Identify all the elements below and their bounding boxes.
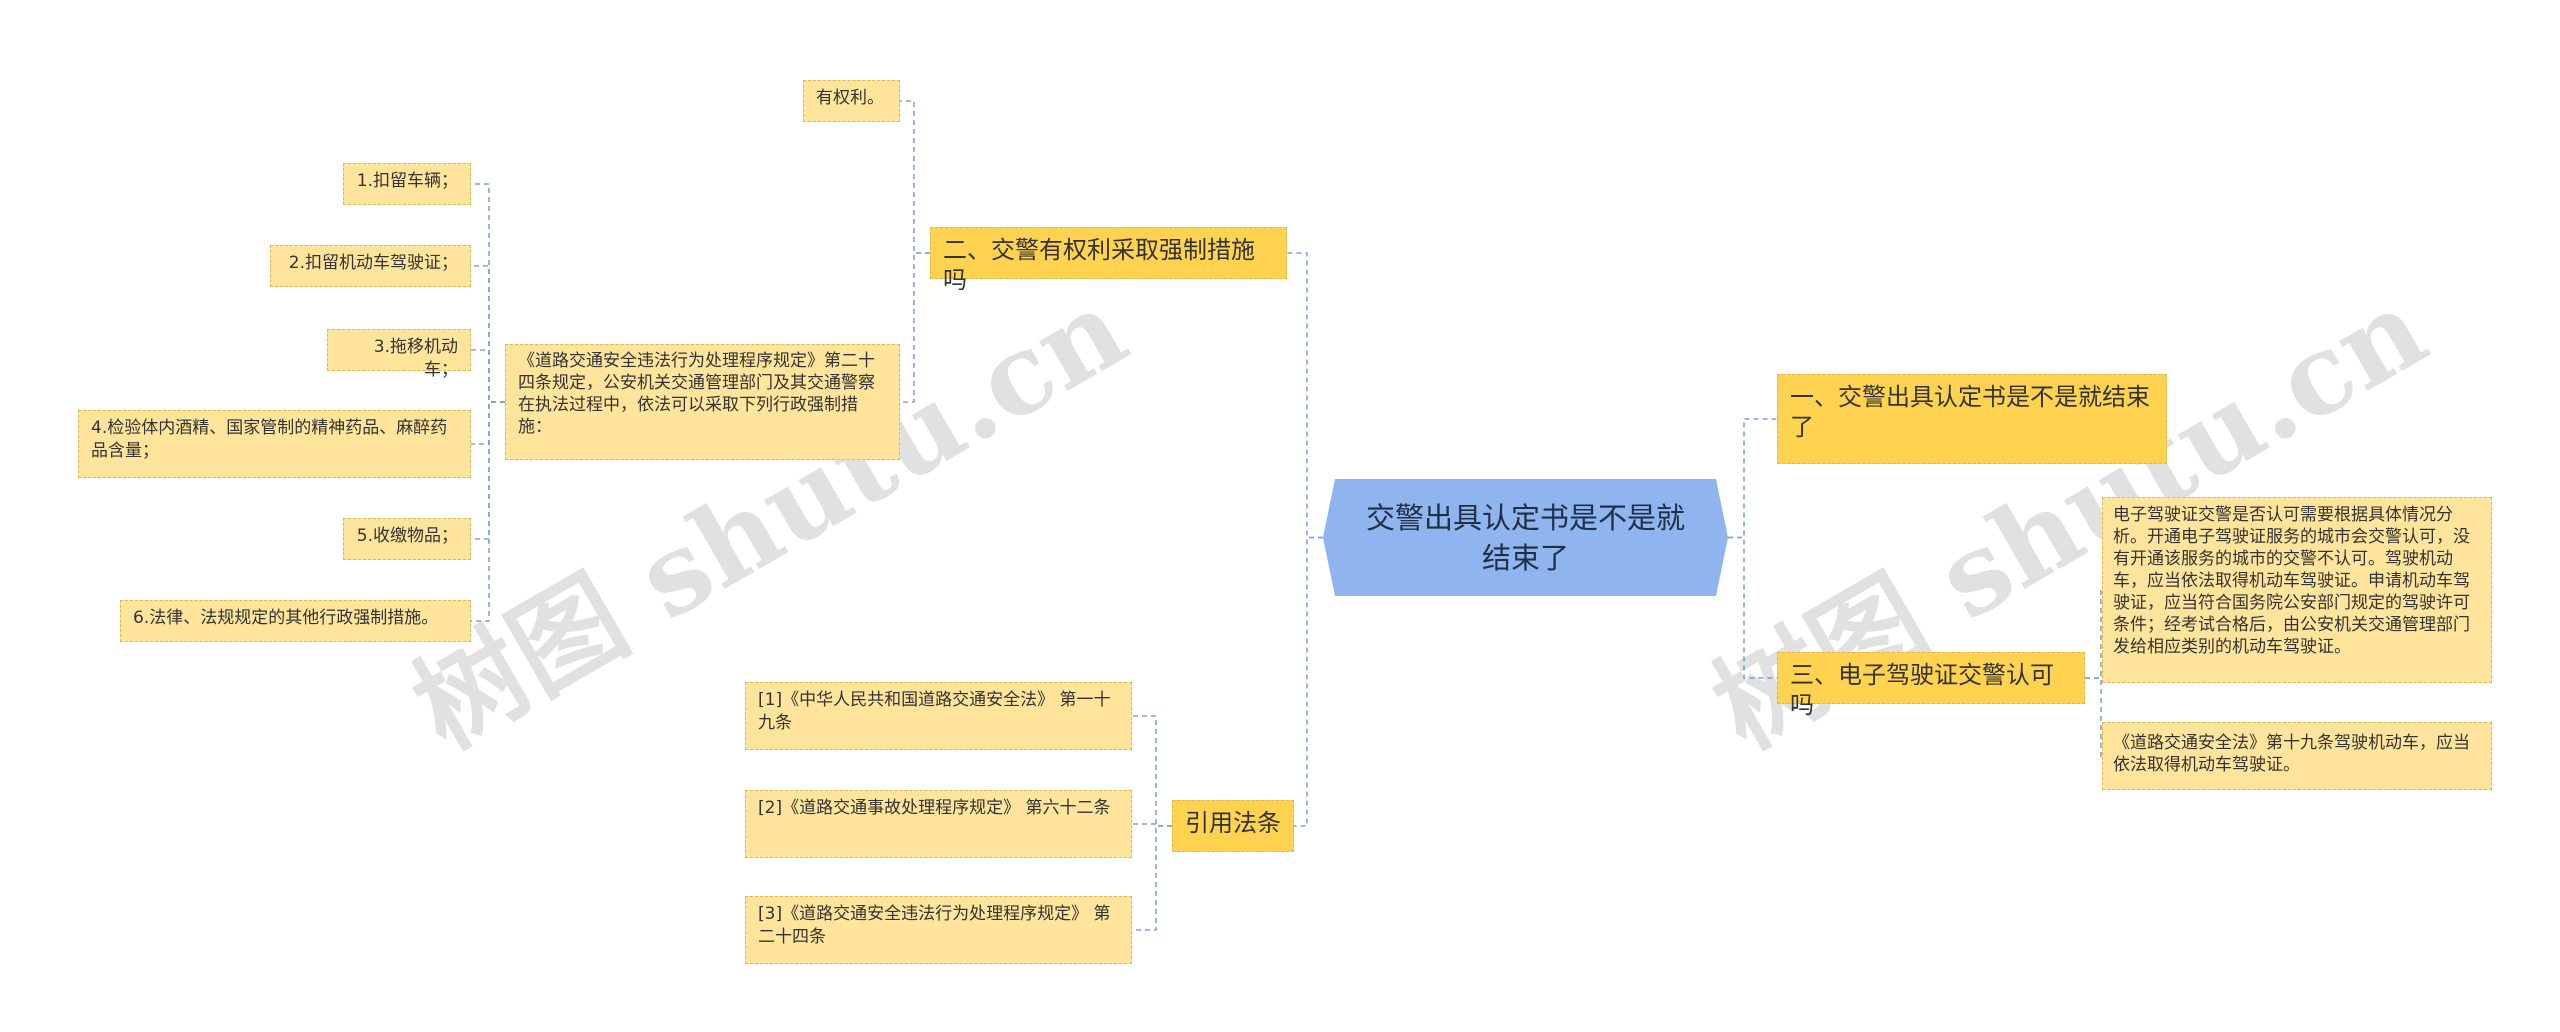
link-root-n-b1 — [1728, 418, 1777, 539]
branch-e-license[interactable]: 三、电子驾驶证交警认可吗 — [1777, 652, 2085, 719]
leaf-ref-2[interactable]: [2]《道路交通事故处理程序规定》 第六十二条 — [745, 790, 1132, 858]
link-refs-n-r1 — [1132, 715, 1172, 827]
link-b3-n-e1 — [2085, 589, 2102, 679]
link-rule-n-m6 — [471, 401, 505, 622]
leaf-has-right[interactable]: 有权利。 — [803, 80, 900, 122]
link-b2-n-rule — [900, 252, 930, 403]
leaf-measure-5[interactable]: 5.收缴物品； — [343, 518, 471, 560]
root-topic-label: 交警出具认定书是不是就结束了 — [1365, 500, 1685, 575]
leaf-measure-6[interactable]: 6.法律、法规规定的其他行政强制措施。 — [120, 600, 471, 642]
link-rule-n-m3 — [471, 349, 505, 403]
leaf-measure-2[interactable]: 2.扣留机动车驾驶证； — [270, 245, 471, 287]
leaf-e-license-analysis[interactable]: 电子驾驶证交警是否认可需要根据具体情况分析。开通电子驾驶证服务的城市会交警认可，… — [2102, 497, 2492, 683]
link-b3-n-e2 — [2085, 677, 2102, 757]
link-rule-n-m2 — [471, 265, 505, 403]
leaf-ref-3[interactable]: [3]《道路交通安全违法行为处理程序规定》 第二十四条 — [745, 896, 1132, 964]
root-topic[interactable]: 交警出具认定书是不是就结束了 — [1323, 479, 1728, 596]
leaf-ref-1[interactable]: [1]《中华人民共和国道路交通安全法》 第一十九条 — [745, 682, 1132, 750]
link-rule-n-m1 — [471, 183, 505, 403]
branch-enforcement-measures[interactable]: 二、交警有权利采取强制措施吗 — [930, 227, 1287, 294]
link-rule-n-m4 — [471, 401, 505, 445]
branch-certificate-end[interactable]: 一、交警出具认定书是不是就结束了 — [1777, 374, 2167, 464]
link-root-n-refs — [1294, 536, 1323, 827]
link-refs-n-r3 — [1132, 825, 1172, 931]
leaf-measure-3[interactable]: 3.拖移机动车； — [327, 329, 471, 380]
leaf-measure-1[interactable]: 1.扣留车辆； — [343, 163, 471, 205]
leaf-rule-article-24[interactable]: 《道路交通安全违法行为处理程序规定》第二十四条规定，公安机关交通管理部门及其交通… — [505, 344, 900, 460]
link-b2-n-has — [900, 100, 930, 254]
link-rule-n-m5 — [471, 401, 505, 540]
leaf-measure-4[interactable]: 4.检验体内酒精、国家管制的精神药品、麻醉药品含量； — [78, 410, 471, 478]
link-root-n-b2 — [1287, 252, 1323, 539]
leaf-traffic-law-article-19[interactable]: 《道路交通安全法》第十九条驾驶机动车，应当依法取得机动车驾驶证。 — [2102, 722, 2492, 790]
link-root-n-b3 — [1728, 536, 1777, 679]
link-refs-n-r2 — [1132, 823, 1172, 827]
branch-cited-laws[interactable]: 引用法条 — [1172, 800, 1294, 852]
